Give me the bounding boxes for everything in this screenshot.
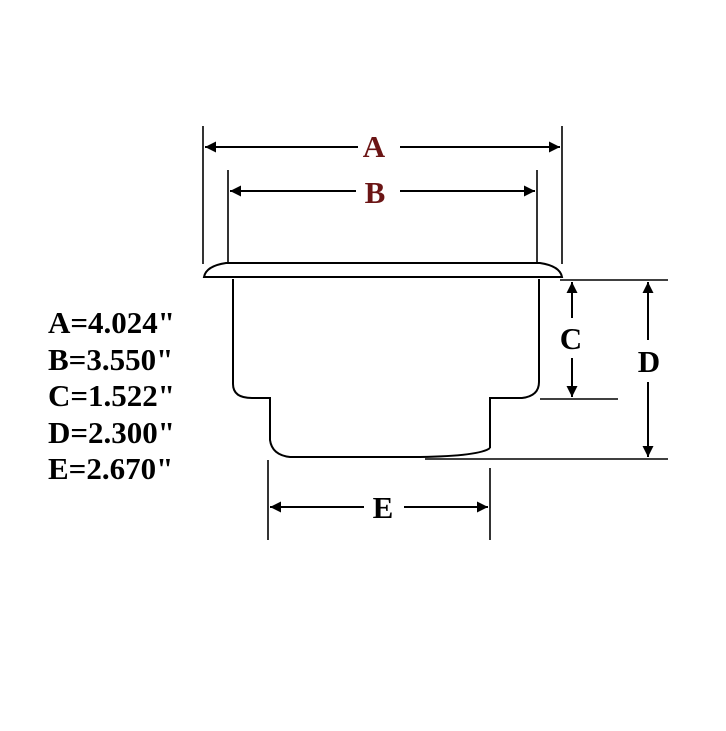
dimension-legend: A=4.024" B=3.550" C=1.522" D=2.300" E=2.… xyxy=(48,305,175,488)
dimension-lines xyxy=(205,141,654,513)
label-b: B xyxy=(365,175,386,210)
legend-item-c: C=1.522" xyxy=(48,378,176,413)
legend-item-d: D=2.300" xyxy=(48,414,176,450)
flange-outline xyxy=(202,262,564,278)
legend-item-b: B=3.550" xyxy=(48,341,174,377)
body-bottom-right xyxy=(419,447,491,458)
legend-item-e: E=2.670" xyxy=(48,451,174,486)
body-outline xyxy=(232,279,540,458)
label-c: C xyxy=(560,321,582,356)
label-e: E xyxy=(373,490,394,525)
part-outline xyxy=(202,262,564,458)
extension-lines xyxy=(202,126,668,540)
label-a: A xyxy=(363,129,386,164)
label-d: D xyxy=(638,344,660,379)
legend-item-a: A=4.024" xyxy=(48,305,176,340)
